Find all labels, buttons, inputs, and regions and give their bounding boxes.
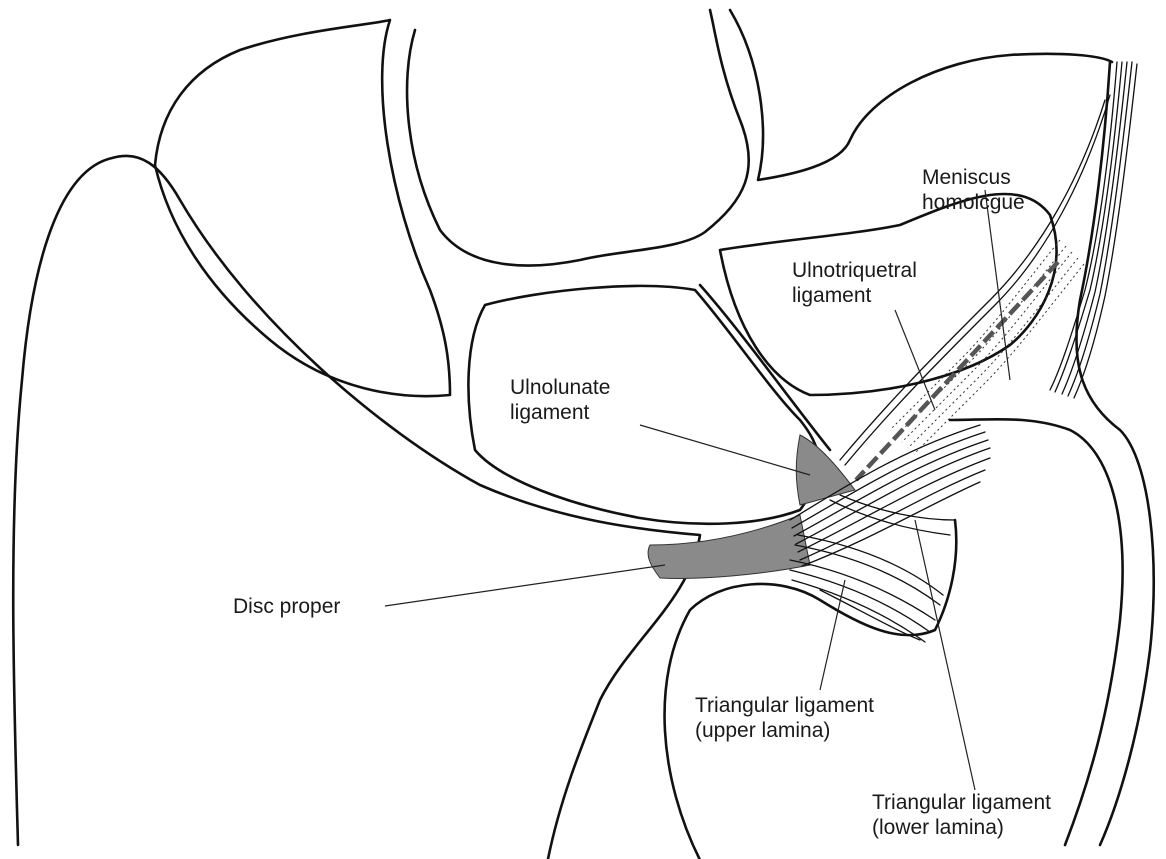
label-ulnotriquetral-line2: ligament [792, 283, 917, 308]
label-ulnolunate-ligament: Ulnolunate ligament [510, 375, 610, 425]
midcarpal-joint-line [700, 285, 830, 450]
label-triangular-upper: Triangular ligament (upper lamina) [695, 693, 874, 743]
label-disc-proper: Disc proper [233, 594, 340, 619]
label-disc-proper-text: Disc proper [233, 594, 340, 619]
leader-ulnolunate [640, 425, 810, 475]
label-triangular-lower-line2: (lower lamina) [872, 815, 1051, 840]
ulna-inner-outline [950, 419, 1123, 845]
label-triangular-upper-line1: Triangular ligament [695, 693, 874, 718]
hamate-outline [730, 10, 1112, 180]
label-ulnolunate-line1: Ulnolunate [510, 375, 610, 400]
label-triangular-lower: Triangular ligament (lower lamina) [872, 790, 1051, 840]
scaphoid-outline [155, 20, 450, 396]
leader-triangular-lower [915, 520, 975, 790]
label-meniscus-line1: Meniscus [922, 165, 1025, 190]
leader-ulnotriquetral [895, 310, 935, 410]
label-meniscus-homologue: Meniscus homolcgue [922, 165, 1025, 215]
label-ulnotriquetral-ligament: Ulnotriquetral ligament [792, 258, 917, 308]
capitate-outline [407, 10, 749, 266]
leader-disc-proper [385, 565, 665, 606]
label-meniscus-line2: homolcgue [922, 190, 1025, 215]
label-triangular-lower-line1: Triangular ligament [872, 790, 1051, 815]
label-triangular-upper-line2: (upper lamina) [695, 718, 874, 743]
label-ulnolunate-line2: ligament [510, 400, 610, 425]
label-ulnotriquetral-line1: Ulnotriquetral [792, 258, 917, 283]
ulna-head-outline [1076, 62, 1153, 845]
